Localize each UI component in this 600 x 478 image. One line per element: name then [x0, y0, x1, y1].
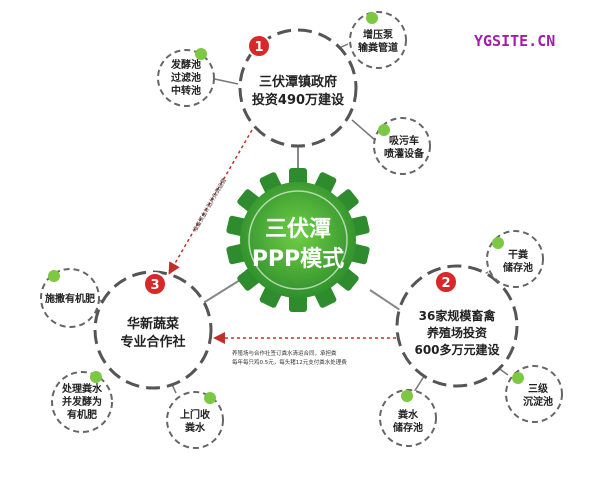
- satellite-organic: 施撒有机肥: [40, 268, 100, 328]
- satellite-dot: [48, 270, 60, 282]
- hub-farms: 2 36家规模畜禽 养殖场投资 600多万元建设: [395, 264, 519, 388]
- satellite-dot: [366, 12, 378, 24]
- satellite-suction: 吸污车 喷灌设备: [373, 117, 431, 175]
- gear-line1: 三伏潭: [265, 216, 331, 242]
- hub-number-badge: [143, 272, 167, 296]
- satellite-line2: 过滤池: [171, 71, 201, 84]
- satellite-dot: [401, 390, 413, 402]
- hub-cooperative: 3 华新蔬菜 专业合作社: [93, 270, 213, 390]
- center-gear: 三伏潭 PPP模式: [226, 168, 370, 312]
- hub-ring: [238, 28, 358, 148]
- satellite-ring: [349, 11, 407, 69]
- satellite-line1: 施撒有机肥: [45, 292, 95, 305]
- satellite-line1: 增压泵: [363, 28, 394, 41]
- satellite-ring: [157, 49, 215, 107]
- satellite-sediment: 三级 沉淀池: [505, 365, 563, 423]
- hub-government: 1 三伏潭镇政府 投资490万建设: [238, 28, 358, 148]
- connector-suction: [351, 119, 376, 141]
- satellite-line2: 沉淀池: [523, 395, 553, 408]
- hub-number: 3: [150, 278, 159, 293]
- satellite-door: 上门收 粪水: [166, 391, 224, 449]
- watermark-text: YGSITE.CN: [474, 32, 556, 50]
- satellite-dot: [378, 124, 390, 136]
- satellite-line2: 喷灌设备: [384, 147, 425, 160]
- satellite-line1: 三级: [528, 382, 549, 395]
- satellite-line2: 储存池: [392, 421, 423, 434]
- hub-label-line1: 华新蔬菜: [127, 316, 179, 332]
- satellite-line2: 粪水: [185, 421, 206, 434]
- note-horizontal-line1: 养殖场与合作社签订粪水清运合同，承担粪: [232, 349, 337, 357]
- hub-number: 1: [254, 40, 263, 55]
- note-horizontal-line2: 每年每只鸡0.5元，每头猪12元支付粪水处理费: [232, 358, 347, 366]
- satellite-line2: 储存池: [502, 261, 533, 274]
- satellite-line2: 输粪管道: [358, 41, 398, 54]
- satellite-line1: 吸污车: [389, 134, 419, 147]
- satellite-line3: 中转池: [171, 84, 201, 97]
- satellite-fermentation: 发酵池 过滤池 中转池: [157, 48, 215, 107]
- gear-body: [240, 182, 356, 298]
- satellite-processing: 处理粪水 并发酵为 有机肥: [51, 371, 113, 433]
- satellite-line2: 并发酵为: [62, 395, 102, 408]
- hub-number-badge: [434, 270, 458, 294]
- satellite-dot: [492, 237, 504, 249]
- connector-hub3: [199, 279, 241, 306]
- hub-ring: [93, 270, 213, 390]
- note-diagonal: 准备资金补贴并负责运营: [191, 176, 228, 233]
- hub-label-line1: 36家规模畜禽: [419, 308, 497, 323]
- hub-label-line1: 三伏潭镇政府: [259, 74, 337, 90]
- satellite-ring: [166, 391, 224, 449]
- satellite-line1: 粪水: [398, 408, 419, 421]
- hub-label-line2: 养殖场投资: [426, 325, 487, 340]
- satellite-dot: [512, 372, 524, 384]
- flow-arrows: [168, 129, 396, 344]
- satellite-line1: 发酵池: [170, 58, 201, 71]
- satellite-manure-water: 粪水 储存池: [379, 389, 437, 447]
- hub-label-line2: 专业合作社: [120, 334, 185, 350]
- hub-ring: [395, 264, 519, 388]
- satellite-line1: 干粪: [508, 248, 528, 261]
- satellite-dot: [90, 371, 102, 383]
- satellite-line3: 有机肥: [67, 408, 97, 421]
- satellite-ring: [40, 268, 100, 328]
- satellite-ring: [379, 389, 437, 447]
- hub-label-line2: 投资490万建设: [252, 92, 345, 108]
- satellite-line1: 上门收: [180, 408, 210, 421]
- hub-label-line3: 600多万元建设: [414, 342, 500, 357]
- satellite-dot: [204, 392, 216, 404]
- gear-inner-ring: [248, 190, 348, 290]
- gear-line2: PPP模式: [252, 247, 344, 272]
- hub-number: 2: [441, 276, 450, 291]
- satellite-dot: [195, 48, 207, 60]
- satellite-pressure: 增压泵 输粪管道: [349, 11, 407, 69]
- satellite-ring: [51, 371, 113, 433]
- satellite-dry-manure: 干粪 储存池: [486, 230, 544, 288]
- hub-number-badge: [247, 34, 271, 58]
- satellite-line1: 处理粪水: [61, 382, 103, 395]
